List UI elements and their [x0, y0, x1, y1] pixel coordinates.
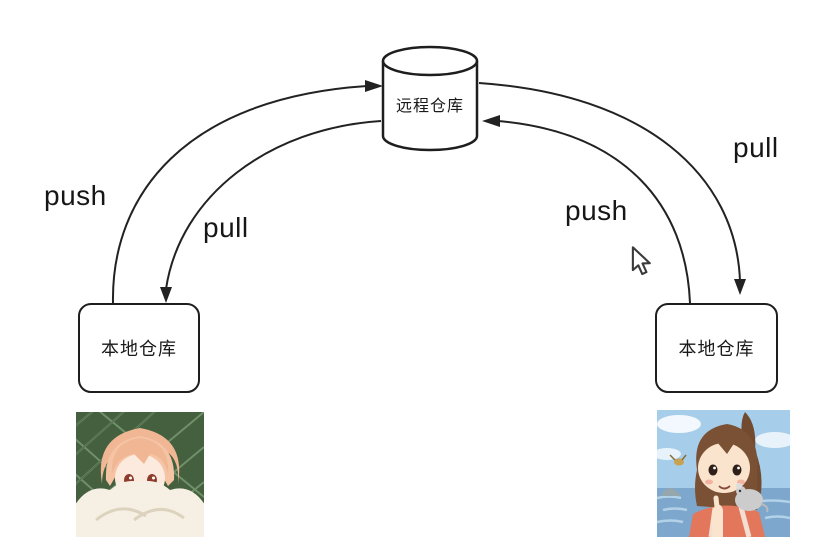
- left-pull-label: pull: [203, 212, 249, 243]
- local-repo-left-box: 本地仓库: [78, 303, 200, 393]
- right-push-arrowhead: [482, 115, 500, 127]
- remote-repo-label: 远程仓库: [395, 98, 464, 115]
- right-pull-arrow: [478, 82, 741, 282]
- left-pull-arrowhead: [160, 287, 172, 303]
- right-pull-arrowhead: [734, 279, 746, 295]
- right-push-arrow: [497, 120, 691, 304]
- left-push-arrow: [111, 85, 368, 304]
- mouse-cursor: [631, 246, 651, 276]
- local-repo-right-label: 本地仓库: [678, 339, 755, 359]
- right-pull-label: pull: [733, 132, 779, 163]
- left-pull-arrow: [165, 120, 382, 290]
- local-repo-right-box: 本地仓库: [655, 303, 778, 393]
- right-avatar-image: [657, 410, 790, 537]
- left-push-arrowhead: [365, 80, 383, 92]
- left-push-label: push: [44, 180, 107, 211]
- local-repo-left-label: 本地仓库: [101, 339, 177, 359]
- left-avatar-image: [76, 412, 204, 537]
- right-push-label: push: [565, 195, 628, 226]
- remote-repo-cylinder: [381, 45, 479, 152]
